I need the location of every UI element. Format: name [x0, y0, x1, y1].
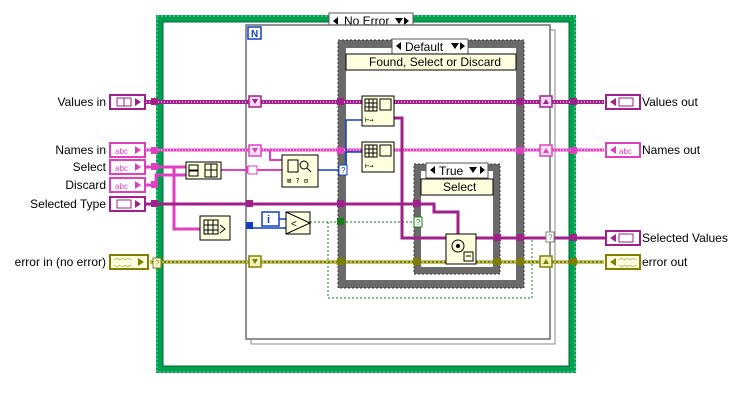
nested-case-selector-label: True — [439, 164, 464, 178]
values-out-indicator[interactable] — [605, 94, 641, 110]
decrement-arrow-icon[interactable] — [333, 17, 338, 25]
terminal-arrow-icon — [610, 234, 616, 242]
variant-to-data-node[interactable] — [445, 233, 477, 265]
svg-text:<: < — [291, 219, 297, 230]
values-in-label: Values in — [58, 95, 106, 109]
terminal-arrow-icon — [135, 200, 141, 208]
discard-label: Discard — [65, 178, 106, 192]
dropdown-arrow-icon[interactable] — [395, 18, 403, 24]
svg-text:⊠ ? ⊡: ⊠ ? ⊡ — [287, 177, 308, 185]
less-than-node[interactable]: < — [285, 211, 312, 235]
error-in-control[interactable]: ⁐⁐⁐ — [109, 254, 149, 270]
index-array-node-1[interactable]: ⊢→ — [361, 95, 395, 127]
terminal-arrow-icon — [610, 258, 616, 266]
discard-control[interactable]: abc — [109, 177, 146, 193]
shift-register-arrow-icon — [543, 99, 549, 104]
selected-values-indicator[interactable] — [605, 230, 641, 246]
svg-text:⁐⁐⁐: ⁐⁐⁐ — [113, 258, 131, 267]
shift-register-arrow-icon — [252, 99, 258, 104]
shift-register-arrow-icon — [252, 148, 258, 153]
terminal-arrow-icon — [138, 258, 144, 266]
terminal-arrow-icon — [610, 98, 616, 106]
nested-subdiagram-label: Select — [420, 178, 494, 196]
select-label: Select — [73, 160, 107, 174]
svg-text:abc: abc — [115, 182, 128, 191]
svg-text:i: i — [267, 214, 270, 226]
names-out-indicator[interactable]: abc — [605, 142, 641, 158]
loop-iteration-terminal[interactable]: i — [261, 211, 280, 227]
loop-count-terminal[interactable]: N — [247, 26, 262, 40]
nested-case-selector[interactable]: True — [425, 162, 489, 179]
subset-output-wire[interactable] — [394, 116, 606, 240]
svg-text:abc: abc — [115, 164, 128, 173]
case-tunnels[interactable]: ? ? ? ? — [151, 98, 577, 269]
svg-text:Select: Select — [443, 180, 477, 194]
svg-text:⁐⁐⁐: ⁐⁐⁐ — [618, 258, 636, 267]
names-out-label: Names out — [642, 143, 701, 157]
dropdown-arrow-icon[interactable] — [451, 43, 459, 49]
conditional-tunnel-question-icon: ? — [548, 233, 553, 242]
svg-text:abc: abc — [115, 147, 128, 156]
terminal-arrow-icon — [135, 181, 141, 189]
shift-register-arrow-icon — [543, 148, 549, 153]
values-in-control[interactable] — [109, 94, 146, 110]
case-selector-question-icon: ? — [341, 166, 346, 175]
increment-arrow-icon[interactable] — [460, 42, 465, 50]
shift-register-arrow-icon — [252, 259, 258, 264]
selected-values-label: Selected Values — [642, 231, 728, 245]
terminal-arrow-icon — [135, 163, 141, 171]
array-subset-node[interactable] — [199, 215, 231, 241]
error-in-label: error in (no error) — [15, 255, 106, 269]
case-selector-question-icon: ? — [416, 218, 421, 227]
selected-type-control[interactable] — [109, 196, 146, 212]
svg-text:N: N — [251, 29, 258, 40]
increment-arrow-icon[interactable] — [404, 17, 409, 25]
values-out-label: Values out — [642, 95, 698, 109]
svg-text:⊢→: ⊢→ — [365, 116, 373, 124]
names-in-control[interactable]: abc — [109, 142, 146, 158]
error-case-question-icon: ? — [155, 259, 160, 268]
names-in-label: Names in — [55, 143, 106, 157]
iteration-wire[interactable] — [251, 218, 286, 229]
error-out-label: error out — [642, 255, 688, 269]
increment-arrow-icon[interactable] — [480, 166, 485, 174]
inner-subdiagram-label: Found, Select or Discard — [345, 53, 517, 71]
terminal-arrow-icon — [135, 146, 141, 154]
svg-text:⊢→: ⊢→ — [365, 162, 373, 170]
decrement-arrow-icon[interactable] — [396, 42, 401, 50]
svg-text:abc: abc — [619, 147, 632, 156]
selected-type-label: Selected Type — [30, 197, 106, 211]
shift-register-arrow-icon — [543, 259, 549, 264]
error-out-indicator[interactable]: ⁐⁐⁐ — [605, 254, 641, 270]
terminal-arrow-icon — [610, 146, 616, 154]
build-array-node[interactable] — [185, 161, 222, 180]
inner-case-selector-label: Default — [405, 40, 444, 54]
decrement-arrow-icon[interactable] — [430, 166, 435, 174]
search-array-node[interactable]: ⊠ ? ⊡ — [281, 154, 319, 188]
boolean-wire[interactable] — [310, 221, 533, 299]
terminal-arrow-icon — [135, 98, 141, 106]
svg-text:Found, Select or Discard: Found, Select or Discard — [369, 55, 501, 69]
inner-case-selector[interactable]: Default — [391, 38, 469, 55]
select-control[interactable]: abc — [109, 159, 146, 175]
dropdown-arrow-icon[interactable] — [469, 167, 477, 173]
index-array-node-2[interactable]: ⊢→ — [361, 141, 395, 173]
